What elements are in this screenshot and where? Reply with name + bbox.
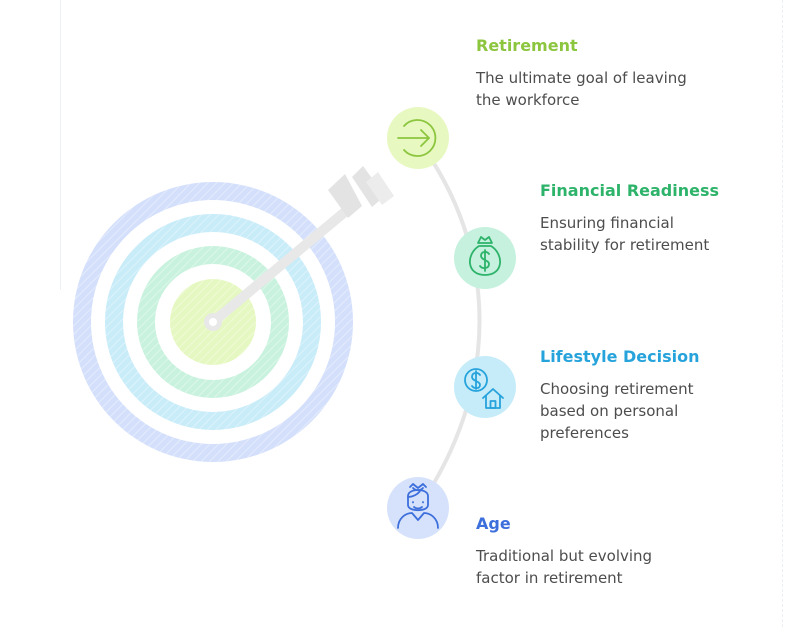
money-bag-icon — [469, 236, 501, 276]
retirement-description: The ultimate goal of leaving the workfor… — [476, 69, 687, 109]
lifestyle-decision-description: Choosing retirement based on personal pr… — [540, 380, 694, 442]
node-retirement — [387, 107, 449, 169]
arrow-icon — [204, 166, 394, 331]
left-border-line — [60, 0, 61, 290]
node-lifestyle-decision — [454, 356, 516, 418]
node-financial-readiness — [454, 227, 516, 289]
financial-readiness-description: Ensuring financial stability for retirem… — [540, 214, 710, 254]
arrow-right-circle-icon — [397, 119, 437, 157]
lifestyle-decision-title: Lifestyle Decision — [540, 347, 700, 366]
age-description: Traditional but evolving factor in retir… — [476, 547, 653, 587]
person-icon — [397, 483, 439, 529]
retirement-title: Retirement — [476, 36, 578, 55]
right-border-line — [782, 0, 783, 627]
age-title: Age — [476, 514, 511, 533]
connector-arc — [416, 138, 482, 510]
financial-readiness-title: Financial Readiness — [540, 181, 720, 200]
dollar-house-icon — [464, 368, 504, 409]
node-age — [387, 477, 449, 539]
